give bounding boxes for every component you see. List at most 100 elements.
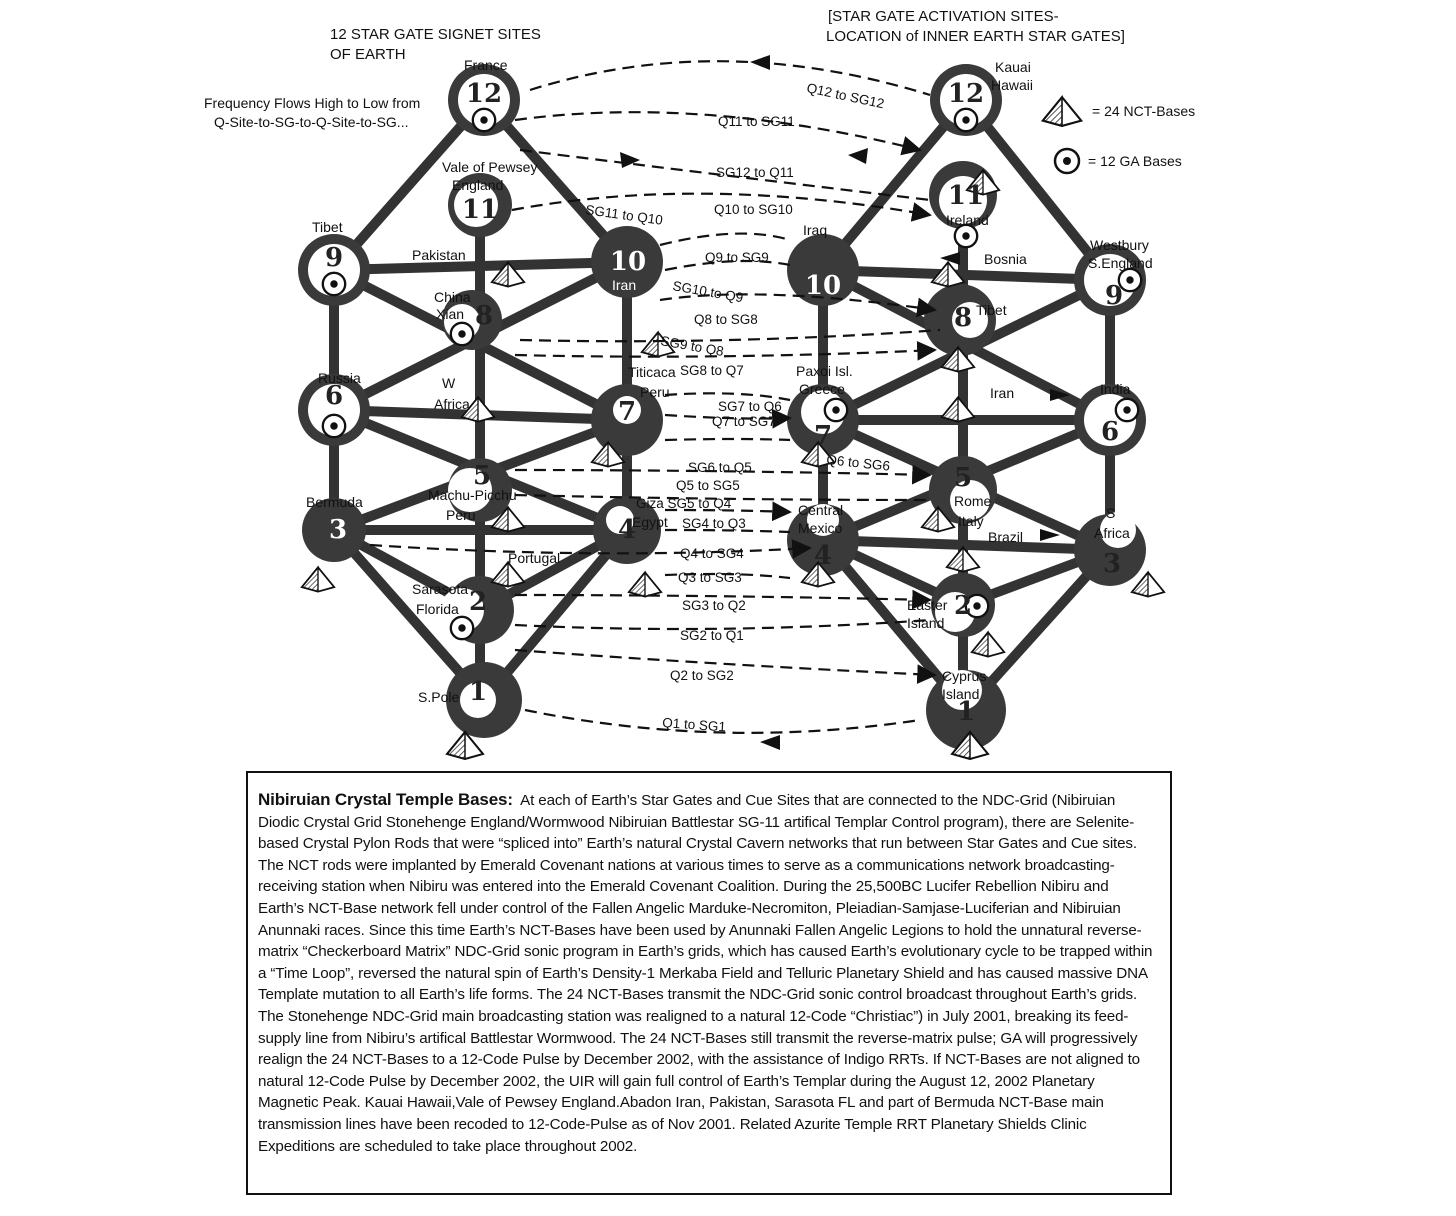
svg-text:Q10 to SG10: Q10 to SG10 [714, 202, 793, 217]
svg-text:SG2 to Q1: SG2 to Q1 [680, 628, 744, 643]
caption-title: Nibiruian Crystal Temple Bases: [258, 790, 513, 809]
svg-text:Island: Island [907, 615, 944, 631]
node-number: 12 [948, 79, 984, 109]
node-number: 5 [954, 463, 972, 493]
svg-text:Hawaii: Hawaii [991, 77, 1033, 93]
nct-base-pyramid-icon [1041, 96, 1083, 127]
svg-text:China: China [434, 289, 471, 305]
node-number: 10 [610, 247, 646, 277]
svg-text:France: France [464, 57, 508, 73]
node-number: 3 [1103, 549, 1121, 579]
svg-text:England: England [452, 177, 503, 193]
svg-text:Central: Central [798, 502, 843, 518]
frequency-note-line2: Q-Site-to-SG-to-Q-Site-to-SG... [214, 114, 408, 130]
left-site-labels: France Vale of Pewsey England Tibet Paki… [306, 57, 676, 705]
svg-text:Mexico: Mexico [798, 520, 843, 536]
svg-text:Ireland: Ireland [946, 212, 989, 228]
node-number: 2 [954, 591, 972, 621]
svg-text:Q4 to SG4: Q4 to SG4 [680, 546, 744, 561]
svg-text:Iran: Iran [990, 385, 1014, 401]
node-number: 4 [618, 515, 636, 545]
svg-text:Tibet: Tibet [312, 219, 343, 235]
svg-text:SG12 to Q11: SG12 to Q11 [716, 165, 794, 180]
svg-text:Pakistan: Pakistan [412, 247, 466, 263]
svg-text:S.Pole: S.Pole [418, 689, 459, 705]
left-header-line2: OF EARTH [330, 46, 406, 63]
svg-text:Africa: Africa [1094, 525, 1130, 541]
frequency-note-line1: Frequency Flows High to Low from [204, 95, 420, 111]
svg-text:Africa: Africa [434, 396, 470, 412]
node-number: 1 [957, 697, 975, 727]
svg-text:Machu-Picchu: Machu-Picchu [428, 487, 517, 503]
svg-text:SG4 to Q3: SG4 to Q3 [682, 516, 746, 531]
node-number: 9 [1105, 281, 1123, 311]
svg-text:Cyprus: Cyprus [942, 668, 986, 684]
left-header-line1: 12 STAR GATE SIGNET SITES [330, 26, 541, 43]
svg-text:SG6 to Q5: SG6 to Q5 [688, 460, 752, 475]
svg-text:Xian: Xian [436, 306, 464, 322]
svg-text:Titicaca: Titicaca [628, 364, 676, 380]
node-number: 7 [814, 421, 832, 451]
caption-body: At each of Earth’s Star Gates and Cue Si… [258, 792, 1153, 1155]
svg-text:SG10 to Q9: SG10 to Q9 [671, 278, 744, 305]
svg-text:Giza SG5 to Q4: Giza SG5 to Q4 [636, 496, 732, 511]
right-node-numbers: 12 11 10 9 8 7 6 5 4 3 2 1 [805, 79, 1123, 727]
svg-text:SG7 to Q6: SG7 to Q6 [718, 399, 782, 414]
svg-text:Q12 to SG12: Q12 to SG12 [805, 80, 885, 111]
node-number: 11 [948, 181, 984, 211]
legend-ga-label: = 12 GA Bases [1088, 153, 1182, 169]
svg-text:Q6 to SG6: Q6 to SG6 [826, 452, 891, 474]
node-number: 5 [473, 461, 491, 491]
svg-text:Bermuda: Bermuda [306, 494, 363, 510]
node-number: 7 [618, 397, 636, 427]
flow-arrowheads [620, 55, 1070, 750]
svg-text:SG8 to Q7: SG8 to Q7 [680, 363, 744, 378]
svg-text:Brazil: Brazil [988, 529, 1023, 545]
star-gate-diagram: 12 11 10 9 8 7 6 5 4 3 2 1 12 11 10 9 8 … [204, 8, 1195, 760]
svg-text:Egypt: Egypt [632, 514, 668, 530]
node-number: 11 [462, 195, 498, 225]
node-number: 6 [325, 381, 343, 411]
left-node-numbers: 12 11 10 9 8 7 6 5 4 3 2 1 [325, 79, 646, 707]
node-number: 9 [325, 243, 343, 273]
svg-text:Easter: Easter [907, 597, 948, 613]
node-number: 10 [805, 271, 841, 301]
legend: = 24 NCT-Bases = 12 GA Bases [1041, 96, 1195, 175]
svg-text:Russia: Russia [318, 370, 361, 386]
svg-text:S.England: S.England [1088, 255, 1153, 271]
svg-text:Portugal: Portugal [508, 550, 560, 566]
svg-text:Greece: Greece [799, 381, 845, 397]
svg-text:SG9 to Q8: SG9 to Q8 [659, 333, 724, 359]
svg-text:Iran: Iran [612, 277, 636, 293]
svg-text:Tibet: Tibet [976, 302, 1007, 318]
svg-text:Island: Island [942, 686, 979, 702]
node-number: 8 [475, 301, 493, 331]
caption-paragraph: Nibiruian Crystal Temple Bases: At each … [258, 789, 1158, 1157]
node-number: 12 [466, 79, 502, 109]
node-number: 8 [954, 303, 972, 333]
svg-text:Q11 to SG11: Q11 to SG11 [718, 114, 795, 129]
svg-text:SG3 to Q2: SG3 to Q2 [682, 598, 746, 613]
caption-box: Nibiruian Crystal Temple Bases: At each … [246, 771, 1172, 1195]
flow-curves [369, 60, 941, 734]
right-header-line1: [STAR GATE ACTIVATION SITES- [828, 8, 1059, 25]
svg-text:Q8 to SG8: Q8 to SG8 [694, 312, 758, 327]
svg-text:Q7 to SG7: Q7 to SG7 [712, 414, 776, 429]
svg-text:Rome: Rome [954, 493, 992, 509]
legend-nct-label: = 24 NCT-Bases [1092, 103, 1195, 119]
svg-text:Vale of Pewsey: Vale of Pewsey [442, 159, 537, 175]
node-number: 3 [329, 515, 347, 545]
svg-text:Westbury: Westbury [1090, 237, 1149, 253]
node-number: 1 [469, 677, 487, 707]
ga-base-icon [1053, 147, 1081, 175]
svg-text:Bosnia: Bosnia [984, 251, 1027, 267]
node-number: 2 [469, 587, 487, 617]
svg-text:Q5 to SG5: Q5 to SG5 [676, 478, 740, 493]
svg-text:Q9 to SG9: Q9 to SG9 [705, 250, 769, 265]
svg-text:Italy: Italy [958, 513, 984, 529]
svg-text:Iraq: Iraq [803, 222, 827, 238]
svg-text:S: S [1106, 505, 1115, 521]
svg-text:Sarasota: Sarasota [412, 581, 468, 597]
svg-text:Q1 to SG1: Q1 to SG1 [662, 715, 727, 734]
svg-text:Peru: Peru [640, 384, 670, 400]
